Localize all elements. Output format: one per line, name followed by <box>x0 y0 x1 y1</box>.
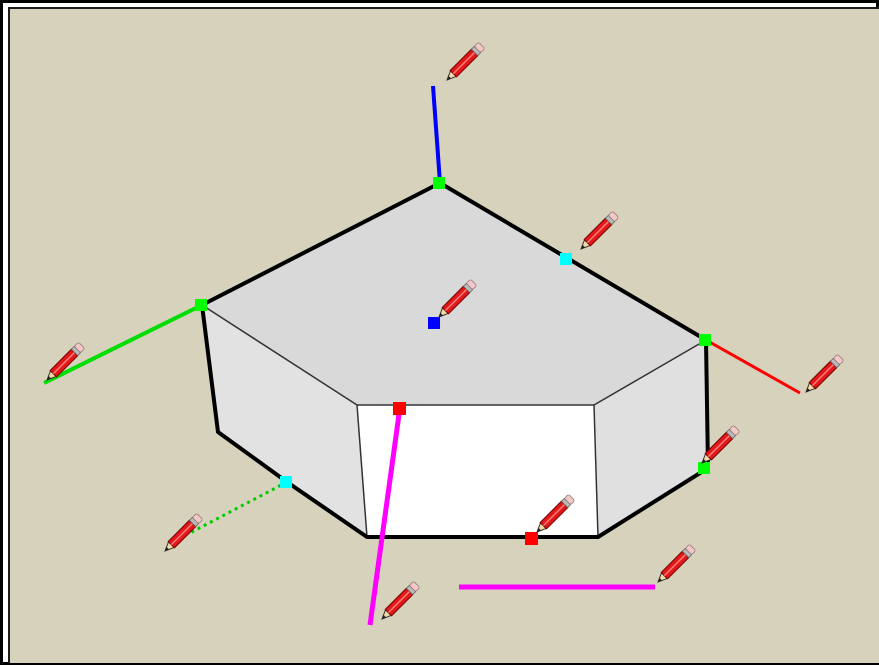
midpoint-marker-lower <box>280 476 292 488</box>
left-face[interactable] <box>202 305 367 537</box>
top-face[interactable] <box>202 183 706 405</box>
magenta-perpendicular-guide <box>367 406 403 626</box>
pencil-icon <box>378 580 421 623</box>
endpoint-marker-top <box>433 177 445 189</box>
blue-axis-guide <box>431 85 442 184</box>
endpoint-marker-left <box>195 299 207 311</box>
on-edge-marker-front <box>393 402 406 415</box>
pencil-icon <box>161 512 204 555</box>
pencil-icon <box>43 341 86 384</box>
red-axis-guide <box>705 338 801 395</box>
green-axis-guide <box>43 303 203 385</box>
endpoint-marker-right <box>699 334 711 346</box>
midpoint-marker-upper <box>560 253 572 265</box>
endpoint-marker-lower-right <box>698 462 710 474</box>
front-face[interactable] <box>357 405 598 537</box>
on-edge-marker-bottom <box>525 532 538 545</box>
inner-edges <box>201 304 707 538</box>
pencil-icon <box>443 41 486 84</box>
pencil-icon <box>654 543 697 586</box>
pencil-icon <box>577 210 620 253</box>
pencil-icon <box>802 353 845 396</box>
on-face-marker <box>428 317 440 329</box>
silhouette-outline <box>200 181 710 539</box>
dotted-green-guide <box>189 480 288 535</box>
